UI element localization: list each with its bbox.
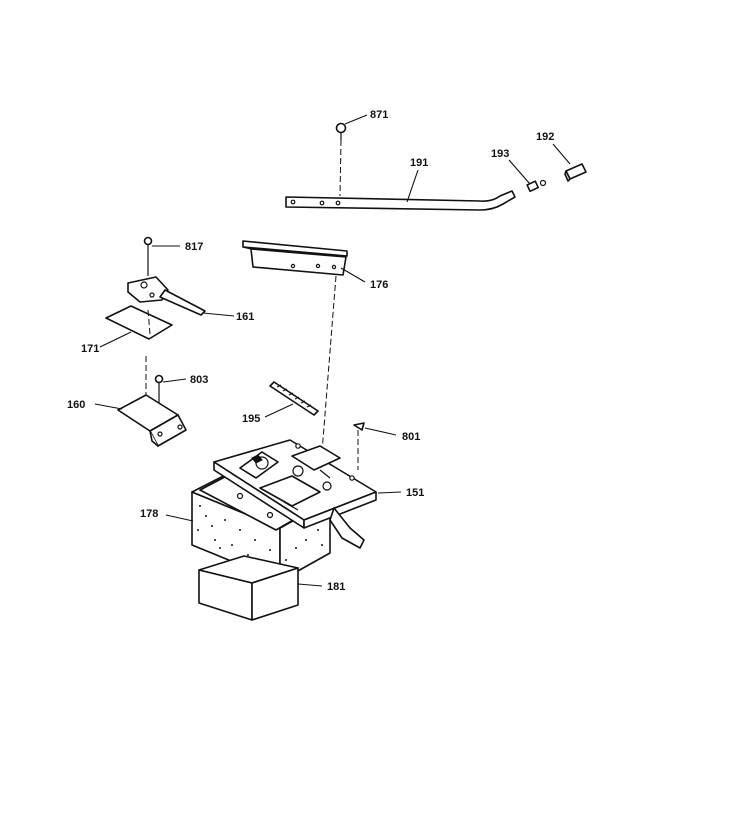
callout-871: 871	[370, 109, 388, 121]
callout-labels: 871 192 193 191 817 176 161 171 803 160 …	[67, 109, 554, 593]
callout-192: 192	[536, 131, 554, 143]
part-801-screw	[353, 422, 365, 470]
callout-171: 171	[81, 343, 99, 355]
callout-176: 176	[370, 279, 388, 291]
callout-161: 161	[236, 311, 254, 323]
leader-lines	[94, 114, 571, 587]
callout-193: 193	[491, 148, 509, 160]
callout-801: 801	[402, 431, 420, 443]
callout-195: 195	[242, 413, 260, 425]
part-191-lever-bar	[285, 190, 516, 211]
part-161-switch	[127, 276, 206, 316]
callout-160: 160	[67, 399, 85, 411]
callout-817: 817	[185, 241, 203, 253]
callout-181: 181	[327, 581, 345, 593]
part-817-screw	[143, 236, 153, 276]
part-176-bracket	[242, 240, 348, 453]
part-181-capacitor	[198, 555, 299, 621]
part-192-knob	[564, 163, 587, 182]
part-195-spring	[269, 381, 319, 416]
part-193-coupler	[526, 179, 547, 193]
part-871-screw	[335, 122, 347, 197]
callout-803: 803	[190, 374, 208, 386]
part-151-base-plate	[199, 439, 377, 549]
callout-178: 178	[140, 508, 158, 520]
callout-151: 151	[406, 487, 424, 499]
part-160-bracket	[117, 356, 187, 447]
part-171-insulator	[105, 305, 173, 340]
callout-191: 191	[410, 157, 428, 169]
